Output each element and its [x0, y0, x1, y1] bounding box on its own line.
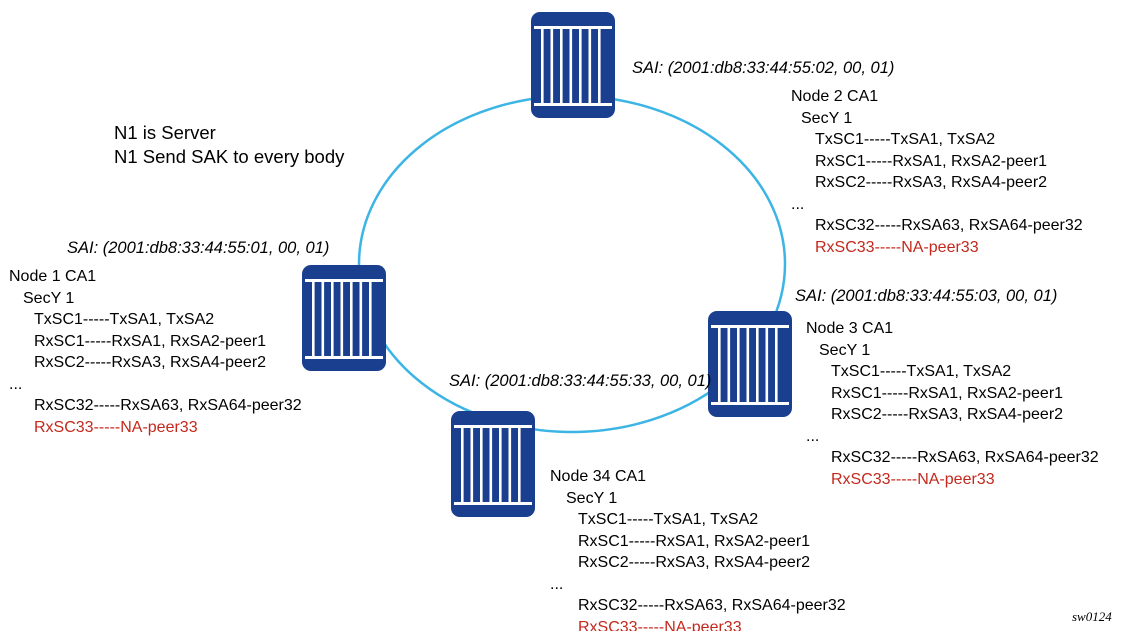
node1-tx: TxSC1-----TxSA1, TxSA2 — [34, 311, 215, 328]
sai-label-node2: SAI: (2001:db8:33:44:55:02, 00, 01) — [632, 59, 895, 77]
router-node34-icon — [451, 411, 535, 517]
server-note: N1 is Server N1 Send SAK to every body — [114, 121, 344, 169]
router-node1-icon — [302, 265, 386, 371]
node3-tx: TxSC1-----TxSA1, TxSA2 — [831, 363, 1012, 380]
node2-rx1: RxSC1-----RxSA1, RxSA2-peer1 — [815, 152, 1048, 170]
node3-rx2: RxSC2-----RxSA3, RxSA4-peer2 — [831, 406, 1064, 423]
node1-rx32: RxSC32-----RxSA63, RxSA64-peer32 — [34, 397, 302, 414]
node1-rx2: RxSC2-----RxSA3, RxSA4-peer2 — [34, 354, 267, 371]
node34-secy: SecY 1 — [566, 489, 618, 507]
node1-ellipsis: ... — [9, 375, 23, 393]
node1-rx1: RxSC1-----RxSA1, RxSA2-peer1 — [34, 332, 267, 350]
node1-info: Node 1 CA1 SecY 1 TxSC1-----TxSA1, TxSA2… — [9, 266, 302, 438]
sai-label-node3: SAI: (2001:db8:33:44:55:03, 00, 01) — [795, 287, 1058, 305]
node34-rx33: RxSC33-----NA-peer33 — [578, 618, 742, 631]
node1-title: Node 1 CA1 — [9, 268, 97, 285]
node3-ellipsis: ... — [806, 427, 820, 445]
node1-secy: SecY 1 — [23, 289, 75, 307]
node34-title: Node 34 CA1 — [550, 468, 647, 485]
node2-rx2: RxSC2-----RxSA3, RxSA4-peer2 — [815, 174, 1048, 191]
node2-title: Node 2 CA1 — [791, 88, 879, 105]
node3-title: Node 3 CA1 — [806, 320, 894, 337]
router-node3-icon — [708, 311, 792, 417]
node34-ellipsis: ... — [550, 575, 564, 593]
node34-info: Node 34 CA1 SecY 1 TxSC1-----TxSA1, TxSA… — [550, 466, 846, 631]
node3-rx33: RxSC33-----NA-peer33 — [831, 470, 995, 488]
node2-info: Node 2 CA1 SecY 1 TxSC1-----TxSA1, TxSA2… — [791, 86, 1083, 258]
sai-label-node34: SAI: (2001:db8:33:44:55:33, 00, 01) — [449, 372, 712, 390]
server-note-line2: N1 Send SAK to every body — [114, 146, 345, 167]
node3-secy: SecY 1 — [819, 341, 871, 359]
server-note-line1: N1 is Server — [114, 122, 216, 143]
node34-rx32: RxSC32-----RxSA63, RxSA64-peer32 — [578, 597, 846, 614]
router-node2-icon — [531, 12, 615, 118]
node3-info: Node 3 CA1 SecY 1 TxSC1-----TxSA1, TxSA2… — [806, 318, 1099, 490]
node2-rx33: RxSC33-----NA-peer33 — [815, 238, 979, 256]
node3-rx1: RxSC1-----RxSA1, RxSA2-peer1 — [831, 384, 1064, 402]
node1-rx33: RxSC33-----NA-peer33 — [34, 418, 198, 436]
node2-tx: TxSC1-----TxSA1, TxSA2 — [815, 131, 996, 148]
node34-rx1: RxSC1-----RxSA1, RxSA2-peer1 — [578, 532, 811, 550]
sai-label-node1: SAI: (2001:db8:33:44:55:01, 00, 01) — [67, 239, 330, 257]
node34-rx2: RxSC2-----RxSA3, RxSA4-peer2 — [578, 554, 811, 571]
node34-tx: TxSC1-----TxSA1, TxSA2 — [578, 511, 759, 528]
node2-rx32: RxSC32-----RxSA63, RxSA64-peer32 — [815, 217, 1083, 234]
node2-ellipsis: ... — [791, 195, 805, 213]
node2-secy: SecY 1 — [801, 109, 853, 127]
figure-id: sw0124 — [1072, 609, 1112, 624]
node3-rx32: RxSC32-----RxSA63, RxSA64-peer32 — [831, 449, 1099, 466]
